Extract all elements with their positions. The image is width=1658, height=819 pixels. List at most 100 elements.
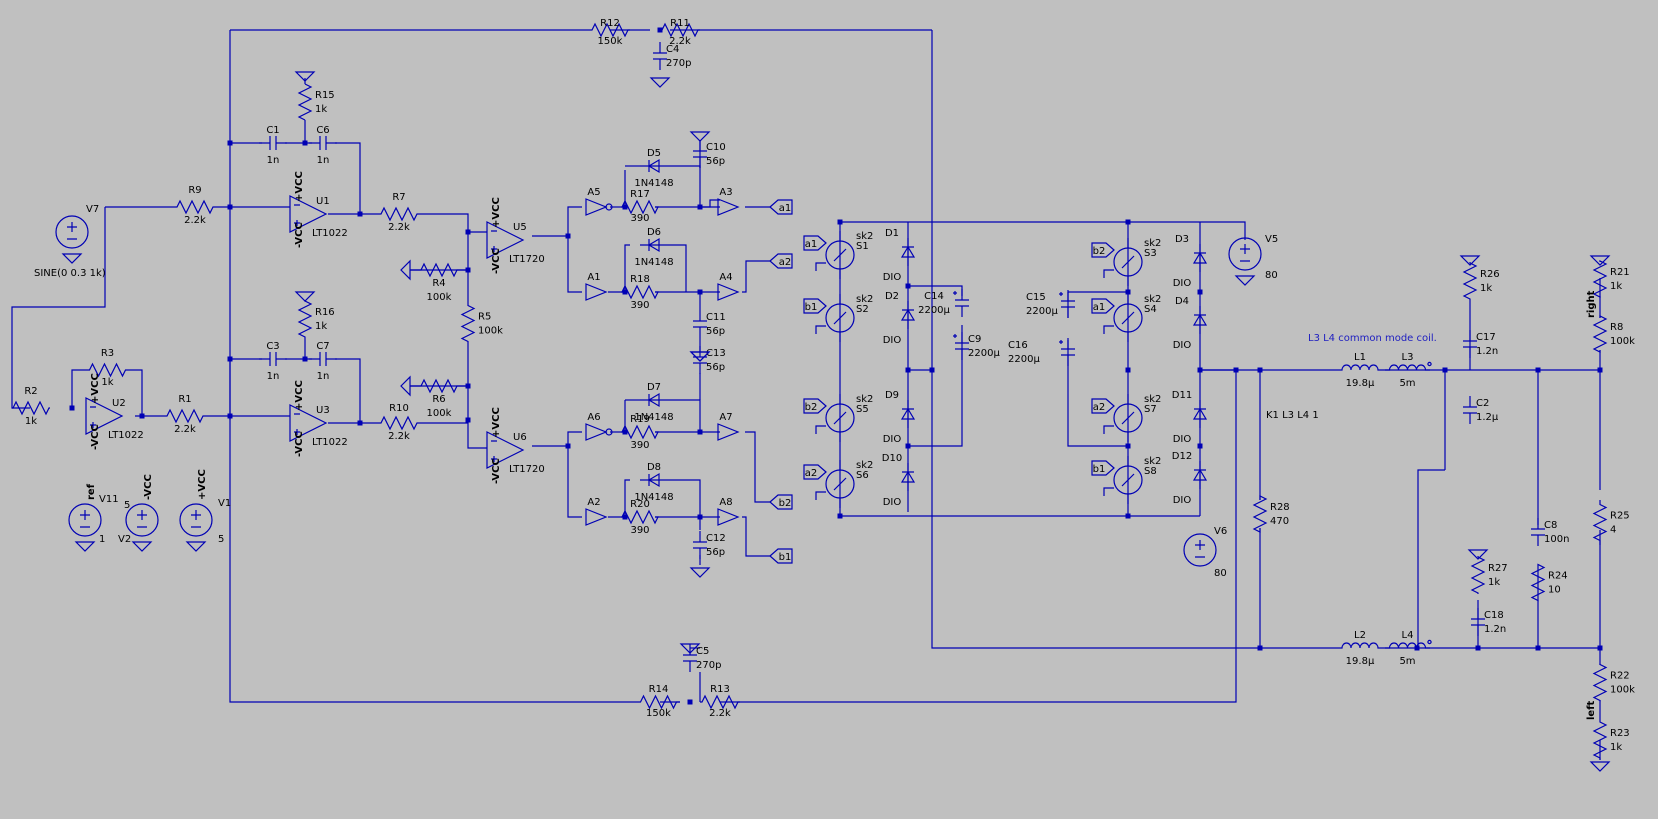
gate-label: A6 — [587, 412, 600, 423]
ref-label: V1 — [218, 498, 231, 509]
inductor-body — [1385, 364, 1430, 371]
ref-label: R18 — [630, 274, 650, 285]
value-label: LT1022 — [312, 437, 348, 448]
resistor-r1: R1 2.2k — [165, 394, 205, 435]
junction-dot — [837, 219, 843, 225]
junction-dot — [1442, 367, 1448, 373]
ref-label: V5 — [1265, 234, 1278, 245]
junction-dot — [1597, 645, 1603, 651]
capacitor-c2: C21.2µ — [1463, 396, 1499, 424]
ref-label: D4 — [1175, 296, 1189, 307]
ref-label: R25 — [1610, 511, 1630, 522]
source-body — [68, 503, 102, 537]
capacitor-body — [1463, 396, 1477, 424]
gate-body — [585, 283, 608, 301]
ref-label: R14 — [649, 684, 669, 695]
ref-label: D2 — [885, 291, 899, 302]
schematic-comment: L3 L4 common mode coil. — [1308, 333, 1437, 344]
wire — [335, 358, 361, 423]
value-label: sk2 — [856, 294, 873, 305]
value-label: DIO — [883, 335, 902, 346]
junction-dot — [905, 367, 911, 373]
value-label: 270p — [696, 660, 721, 671]
net-flag-b1: b1 — [1091, 460, 1115, 476]
wire — [532, 206, 582, 237]
diode-body — [1192, 400, 1208, 428]
junction-dot — [1257, 367, 1263, 373]
ground-symbol — [679, 643, 701, 654]
wire — [745, 431, 770, 503]
resistor-body — [1592, 315, 1608, 353]
ref-label: R2 — [24, 386, 37, 397]
ref-label: R5 — [478, 312, 491, 323]
value-label: 100k — [478, 326, 503, 337]
value-label: 2.2k — [174, 424, 196, 435]
net-label-left: left — [1586, 700, 1597, 720]
wire — [908, 325, 963, 447]
buffer-gate: A3 — [717, 187, 740, 216]
value-label: 1k — [315, 104, 327, 115]
wire — [668, 479, 701, 517]
resistor-body — [700, 694, 740, 710]
ref-label: R1 — [178, 394, 191, 405]
value-label: LT1720 — [509, 254, 545, 265]
ref-label: U5 — [513, 222, 527, 233]
inductor-body — [1340, 364, 1380, 371]
ground-symbol — [294, 71, 316, 82]
capacitor-body — [259, 136, 287, 150]
ref-label: C10 — [706, 142, 726, 153]
gate-body — [585, 508, 608, 526]
ref-label: S8 — [1144, 466, 1157, 477]
value-label: 100k — [427, 292, 452, 303]
vcc-pin-label: -VCC — [294, 222, 305, 248]
net-flag-label: a1 — [779, 203, 792, 214]
value-label: 5m — [1399, 656, 1415, 667]
gate-label: A4 — [719, 272, 732, 283]
resistor-body — [1252, 495, 1268, 533]
wire — [840, 221, 1246, 240]
resistor-body — [590, 22, 630, 38]
ground-symbol — [294, 291, 316, 302]
value-label: sk2 — [1144, 456, 1161, 467]
value-label: DIO — [883, 272, 902, 283]
value-label: 5m — [1399, 378, 1415, 389]
capacitor-body — [693, 531, 707, 559]
source-body — [55, 215, 89, 249]
wire — [130, 369, 143, 416]
ground-symbol — [1459, 255, 1481, 266]
diode-body — [900, 400, 916, 428]
net-flag-a2: a2 — [1091, 398, 1115, 414]
junction-dot — [1233, 367, 1239, 373]
value-label: 100k — [1610, 336, 1635, 347]
resistor-body — [1592, 663, 1608, 702]
resistor-body — [621, 424, 659, 440]
net-flag-b2: b2 — [769, 494, 793, 510]
wire — [742, 260, 770, 293]
junction-dot — [1125, 219, 1131, 225]
value-label: 80 — [1265, 270, 1278, 281]
junction-dot — [697, 204, 703, 210]
ground-symbol — [649, 77, 671, 88]
wire — [720, 369, 1237, 703]
ref-label: V11 — [99, 494, 119, 505]
ref-label: D11 — [1172, 390, 1192, 401]
ground-symbol — [689, 567, 711, 578]
value-label: 1n — [267, 371, 280, 382]
